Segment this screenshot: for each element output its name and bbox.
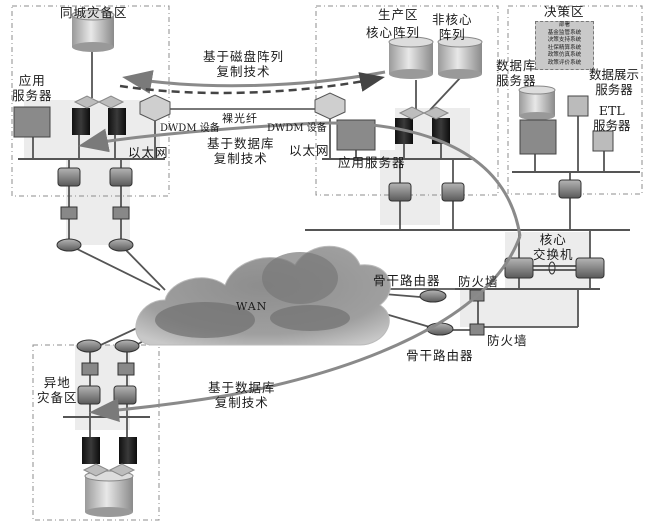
backbone-router-1-label: 骨干路由器 bbox=[373, 273, 441, 288]
decision-systems-panel: 部署 基金监管系统 决策支持系统 社保精算系统 政策仿真系统 政策评价系统 bbox=[535, 21, 594, 70]
core-array-label: 核心阵列 bbox=[366, 25, 421, 40]
core-switch-label: 核心 交换机 bbox=[533, 232, 574, 262]
production-zone-title: 生产区 bbox=[378, 7, 419, 22]
display-server-label: 数据展示 服务器 bbox=[589, 67, 640, 97]
production-zone bbox=[315, 5, 499, 196]
replication-links bbox=[78, 70, 522, 423]
core-switch-right-icon bbox=[575, 257, 605, 279]
disk-replication-arrow bbox=[122, 70, 386, 94]
storage-arrays bbox=[71, 9, 556, 517]
production-ethernet-label: 以太网 bbox=[289, 143, 330, 158]
remote-storage-icon bbox=[84, 470, 134, 517]
decision-system-item: 决策支持系统 bbox=[547, 37, 582, 44]
db-replication-remote-arrow bbox=[89, 235, 522, 423]
decision-zone-title: 决策区 bbox=[544, 4, 585, 19]
db-replication-same-city-arrow bbox=[78, 121, 522, 237]
db-replication-top-label: 基于数据库 复制技术 bbox=[207, 136, 275, 166]
decision-db-server-icon bbox=[519, 119, 557, 155]
disk-replication-dashed-arrow bbox=[119, 72, 385, 95]
dwdm-left-label: DWDM 设备 bbox=[160, 123, 220, 134]
same-city-storage-icon bbox=[71, 9, 115, 52]
dark-fiber-label: 裸光纤 bbox=[222, 112, 258, 125]
decision-system-item: 政策仿真系统 bbox=[547, 52, 582, 59]
backbone-router-1-icon bbox=[419, 289, 447, 303]
core-array-icon bbox=[388, 36, 434, 79]
same-city-app-server-icon bbox=[13, 106, 51, 138]
db-replication-bottom-label: 基于数据库 复制技术 bbox=[208, 380, 276, 410]
display-server-icon bbox=[567, 95, 589, 117]
rack-servers bbox=[72, 108, 450, 464]
dwdm-devices bbox=[139, 92, 346, 122]
storage-switches bbox=[73, 95, 450, 477]
backbone-router-2-label: 骨干路由器 bbox=[406, 348, 474, 363]
decision-db-server-label: 数据库 服务器 bbox=[496, 58, 537, 88]
wan-cloud-icon bbox=[135, 245, 391, 346]
decision-system-item: 部署 bbox=[558, 22, 571, 28]
routers bbox=[56, 238, 454, 353]
decision-system-item: 基金监管系统 bbox=[547, 29, 582, 36]
wan-label: WAN bbox=[236, 300, 268, 313]
decision-db-icon bbox=[518, 85, 556, 120]
noncore-array-label: 非核心 阵列 bbox=[432, 12, 473, 42]
dwdm-left-icon bbox=[139, 94, 171, 122]
same-city-app-server-label: 应用 服务器 bbox=[12, 73, 53, 103]
firewall-shade bbox=[460, 290, 578, 327]
decision-system-item: 社保精算系统 bbox=[547, 44, 582, 51]
etl-server-icon bbox=[592, 130, 614, 152]
production-app-server-label: 应用服务器 bbox=[338, 155, 406, 170]
core-switch-left-icon bbox=[504, 257, 534, 279]
etl-server-label: ETL 服务器 bbox=[593, 103, 631, 133]
remote-dr-title: 异地 灾备区 bbox=[37, 375, 78, 405]
dwdm-right-icon bbox=[314, 92, 346, 120]
ethernet-buses bbox=[18, 158, 640, 418]
firewall-1-label: 防火墙 bbox=[458, 274, 499, 289]
decision-servers bbox=[567, 95, 614, 152]
noncore-array-icon bbox=[437, 36, 483, 79]
same-city-ethernet-label: 以太网 bbox=[128, 145, 169, 160]
app-servers bbox=[13, 106, 557, 155]
firewall-2-label: 防火墙 bbox=[487, 333, 528, 348]
same-city-dr-title: 同城灾备区 bbox=[60, 5, 128, 20]
decision-system-item: 政策评价系统 bbox=[547, 59, 582, 66]
dwdm-right-label: DWDM 设备 bbox=[267, 123, 327, 134]
disk-replication-label: 基于磁盘阵列 复制技术 bbox=[203, 49, 285, 79]
